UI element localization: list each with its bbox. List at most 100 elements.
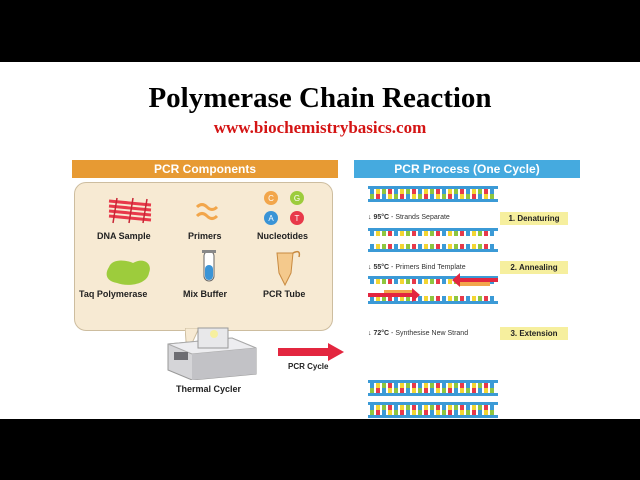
strand-new-1-base [406, 383, 410, 388]
strand-anneal-top-base [376, 279, 380, 284]
strand-new-2-base [394, 405, 398, 410]
pcr-tube-label: PCR Tube [263, 289, 306, 299]
strand-anneal-bottom-base [370, 296, 374, 301]
thermal-cycler-icon [167, 327, 257, 380]
extension-arrow-right [368, 288, 420, 302]
strand-new-2-base [388, 410, 392, 415]
primer-right [460, 282, 490, 286]
strand-anneal-top-base [430, 279, 434, 284]
strand-sep-bottom-base [370, 244, 374, 249]
primers-label: Primers [188, 231, 222, 241]
strand-new-1-base [400, 383, 404, 388]
strand-initial-base [490, 189, 494, 194]
strand-initial-base [478, 194, 482, 199]
strand-anneal-top-base [394, 279, 398, 284]
strand-new-2-base [478, 410, 482, 415]
strand-sep-top-base [472, 231, 476, 236]
strand-initial-base [454, 194, 458, 199]
dna-sample-icon [108, 197, 152, 224]
strand-anneal-bottom-backbone [368, 301, 498, 304]
strand-sep-bottom-base [490, 244, 494, 249]
strand-anneal-bottom-base [442, 296, 446, 301]
down-arrow-icon: ↓ [368, 264, 372, 271]
components-header: PCR Components [72, 160, 338, 178]
strand-anneal-top-base [406, 279, 410, 284]
strand-sep-bottom-base [424, 244, 428, 249]
strand-initial-base [484, 194, 488, 199]
strand-sep-bottom-base [394, 244, 398, 249]
badge-extension: 3. Extension [500, 327, 568, 340]
strand-new-2-base [418, 405, 422, 410]
strand-sep-bottom-base [454, 244, 458, 249]
strand-sep-top-base [370, 231, 374, 236]
strand-new-1-base [490, 383, 494, 388]
strand-sep-bottom-base [460, 244, 464, 249]
strand-sep-bottom-base [478, 244, 482, 249]
strand-new-1-base [436, 388, 440, 393]
strand-new-1-base [370, 388, 374, 393]
strand-sep-bottom-base [376, 244, 380, 249]
strand-initial-base [448, 194, 452, 199]
strand-new-2-base [424, 405, 428, 410]
strand-new-1-base [412, 388, 416, 393]
strand-new-1-backbone-bottom [368, 393, 498, 396]
strand-initial-base [442, 189, 446, 194]
strand-anneal-bottom-base [478, 296, 482, 301]
strand-anneal-bottom-base [484, 296, 488, 301]
strand-sep-top-base [436, 231, 440, 236]
down-arrow-icon: ↓ [368, 330, 372, 337]
website-url[interactable]: www.biochemistrybasics.com [213, 118, 427, 137]
process-header: PCR Process (One Cycle) [354, 160, 580, 178]
strand-anneal-bottom-base [448, 296, 452, 301]
nucleotide-g: G [294, 194, 300, 203]
strand-initial-backbone-bottom [368, 199, 498, 202]
strand-initial-base [412, 194, 416, 199]
strand-sep-top-base [478, 231, 482, 236]
strand-initial-base [388, 194, 392, 199]
strand-sep-bottom-base [388, 244, 392, 249]
taq-polymerase-icon [106, 260, 150, 285]
strand-new-2-base [472, 405, 476, 410]
slide: Polymerase Chain Reaction www.biochemist… [0, 62, 640, 419]
step-2-temp: 55°C [373, 264, 390, 271]
strand-new-1-base [382, 388, 386, 393]
strand-new-1-base [418, 388, 422, 393]
strand-anneal-bottom-base [454, 296, 458, 301]
nucleotide-t: T [295, 214, 300, 223]
strand-sep-top-base [388, 231, 392, 236]
step-2-desc: - Primers Bind Template [391, 264, 466, 271]
strand-new-2-base [484, 405, 488, 410]
strand-sep-bottom-base [418, 244, 422, 249]
strand-sep-top-base [454, 231, 458, 236]
strand-new-1-base [424, 388, 428, 393]
strand-new-2-base [430, 410, 434, 415]
strand-new-2-base [376, 410, 380, 415]
taq-polymerase-label: Taq Polymerase [79, 289, 148, 299]
strand-anneal-top-base [442, 279, 446, 284]
strand-new-1-base [484, 383, 488, 388]
strand-initial-base [382, 194, 386, 199]
strand-initial-base [394, 189, 398, 194]
strand-new-1-base [388, 388, 392, 393]
strand-anneal-bottom-base [406, 296, 410, 301]
strand-sep-bottom-base [382, 244, 386, 249]
nucleotide-c: C [268, 194, 274, 203]
strand-new-2-base [382, 410, 386, 415]
process-strands [368, 186, 498, 418]
strand-new-2-base [400, 405, 404, 410]
strand-initial-base [376, 189, 380, 194]
strand-new-1-base [478, 383, 482, 388]
strand-new-2-base [454, 410, 458, 415]
strand-new-2-base [484, 410, 488, 415]
nucleotide-a: A [268, 214, 274, 223]
strand-anneal-top-base [388, 279, 392, 284]
badge-denaturing: 1. Denaturing [500, 212, 568, 225]
strand-sep-top-base [484, 231, 488, 236]
badge-annealing: 2. Annealing [500, 261, 568, 274]
strand-sep-top-base [406, 231, 410, 236]
strand-new-2-base [412, 410, 416, 415]
strand-initial-base [454, 189, 458, 194]
strand-new-2-base [406, 410, 410, 415]
strand-initial-base [406, 189, 410, 194]
strand-anneal-bottom-base [430, 296, 434, 301]
